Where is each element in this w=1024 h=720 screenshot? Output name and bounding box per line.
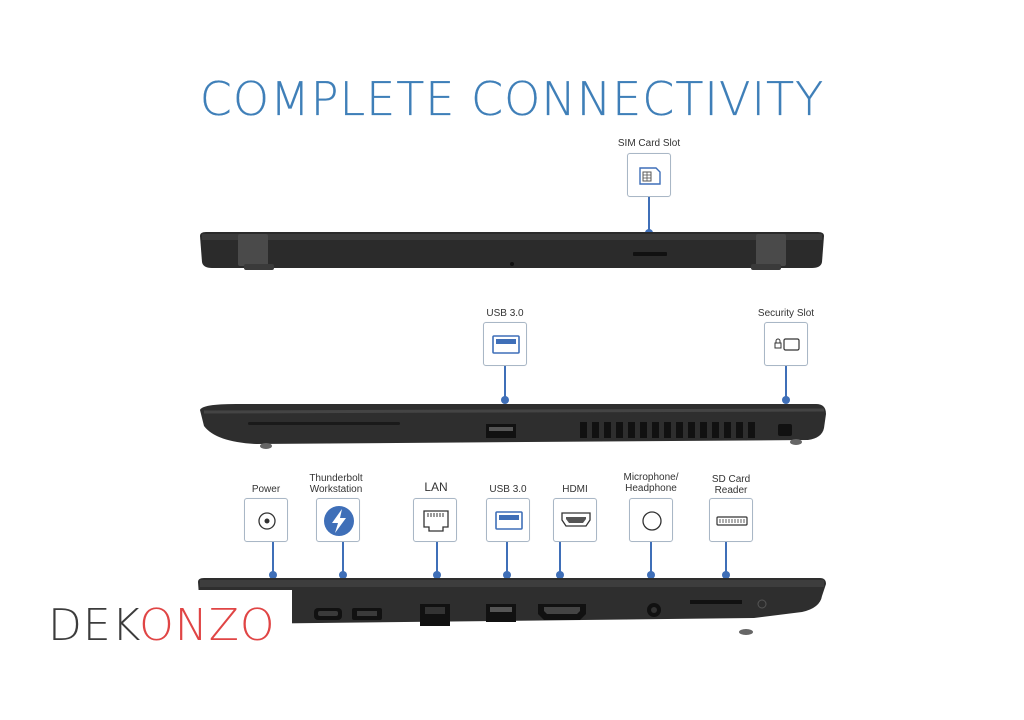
security-slot-label: Security Slot	[757, 308, 815, 319]
sim-card-icon	[627, 153, 671, 197]
usb-icon	[483, 322, 527, 366]
laptop-back-view	[196, 228, 828, 276]
sim-card-slot-label: SIM Card Slot	[617, 138, 681, 149]
laptop-right-view	[196, 398, 830, 454]
hdmi-dot	[556, 571, 564, 579]
lan-connector	[436, 542, 438, 574]
thunderbolt-label-line1: Thunderbolt	[309, 473, 363, 484]
audio-jack-icon	[629, 498, 673, 542]
microphone-headphone-label: Microphone/ Headphone	[623, 472, 678, 494]
ethernet-icon	[413, 498, 457, 542]
usb-3-right-label: USB 3.0	[486, 308, 524, 319]
sim-card-connector	[648, 197, 650, 232]
lan-dot	[433, 571, 441, 579]
page-title: COMPLETE CONNECTIVITY	[199, 72, 825, 126]
usb-3-right-connector	[504, 366, 506, 399]
security-slot-dot	[782, 396, 790, 404]
microphone-headphone-dot	[647, 571, 655, 579]
logo-part2: ONZO	[139, 600, 276, 651]
power-label: Power	[251, 484, 281, 495]
laptop-left-view	[194, 574, 830, 640]
sd-card-icon	[709, 498, 753, 542]
sd-card-reader-connector	[725, 542, 727, 574]
sd-card-reader-label: SD Card Reader	[712, 474, 750, 496]
thunderbolt-icon	[316, 498, 360, 542]
power-connector	[272, 542, 274, 574]
thunderbolt-label: Thunderbolt Workstation	[309, 473, 362, 495]
sd-card-reader-dot	[722, 571, 730, 579]
thunderbolt-label-line2: Workstation	[309, 484, 363, 495]
lock-slot-icon	[764, 322, 808, 366]
logo-part1: DEK	[48, 600, 140, 651]
hdmi-icon	[553, 498, 597, 542]
thunderbolt-dot	[339, 571, 347, 579]
power-dot	[269, 571, 277, 579]
usb-icon	[486, 498, 530, 542]
power-port-icon	[244, 498, 288, 542]
microphone-headphone-label-line2: Headphone	[625, 483, 677, 494]
microphone-headphone-label-line1: Microphone/	[623, 472, 679, 483]
microphone-headphone-connector	[650, 542, 652, 574]
thunderbolt-connector	[342, 542, 344, 574]
usb-3-left-connector	[506, 542, 508, 574]
lan-label: LAN	[424, 480, 448, 494]
usb-3-left-label: USB 3.0	[489, 484, 527, 495]
sd-card-reader-label-line2: Reader	[714, 485, 748, 496]
hdmi-label: HDMI	[562, 484, 588, 495]
usb-3-left-dot	[503, 571, 511, 579]
dekonzo-logo: DEKONZO	[40, 590, 292, 670]
sd-card-reader-label-line1: SD Card	[711, 474, 751, 485]
usb-3-right-dot	[501, 396, 509, 404]
security-slot-connector	[785, 366, 787, 399]
hdmi-connector	[559, 542, 561, 574]
logo-wordmark: DEKONZO	[48, 604, 275, 648]
